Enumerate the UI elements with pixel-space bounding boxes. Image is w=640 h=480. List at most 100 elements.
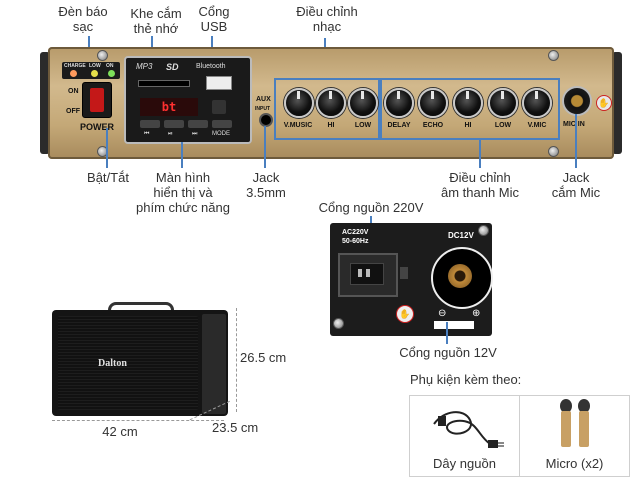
knob-label: HI [464, 122, 472, 129]
speaker-brand: Dalton [98, 358, 127, 369]
power-label: POWER [80, 122, 115, 132]
play-pause-button[interactable] [164, 120, 184, 128]
aux-jack[interactable] [259, 113, 273, 127]
label-port-220: Cổng nguồn 220V [318, 200, 424, 215]
connector-line [479, 138, 481, 168]
mode-label: MODE [212, 131, 230, 137]
connector-line [106, 128, 108, 168]
ac-rating-label: AC220V 50-60Hz [342, 229, 369, 245]
speaker-grill [58, 316, 198, 410]
bluetooth-logo: Bluetooth [196, 63, 226, 70]
knob-label: LOW [354, 122, 372, 129]
accessories-box: Dây nguồn Micro (x2) [409, 395, 630, 477]
ac-socket[interactable] [338, 253, 398, 297]
knob-label: LOW [494, 122, 512, 129]
knob-v-mic[interactable] [522, 88, 552, 118]
knob-music-hi[interactable] [316, 88, 346, 118]
screw-icon [548, 146, 559, 157]
screw-icon [478, 225, 489, 236]
polarity-symbol [434, 321, 474, 329]
accessory-cable-label: Dây nguồn [433, 456, 496, 471]
play-pause-icon: ⏯ [168, 131, 173, 137]
power-switch[interactable] [82, 82, 112, 118]
accessory-mic-label: Micro (x2) [545, 456, 604, 471]
accessories-title: Phụ kiện kèm theo: [410, 372, 522, 387]
led-label-low: LOW [89, 63, 101, 69]
label-mic-jack: Jack cắm Mic [551, 170, 601, 200]
speaker-product: Dalton [52, 310, 228, 416]
knob-label: HI [327, 122, 335, 129]
label-port-12: Cổng nguồn 12V [399, 345, 497, 360]
display-screen: bt [140, 98, 198, 116]
screw-icon [548, 50, 559, 61]
ir-sensor [212, 100, 226, 114]
panel-edge-left [40, 52, 50, 154]
label-music-adjust: Điều chỉnh nhạc [296, 4, 358, 34]
minus-icon: ⊖ [438, 308, 447, 319]
led-panel: CHARGE LOW ON [62, 62, 120, 79]
led-low-icon [91, 70, 98, 77]
prev-icon: ⏮ [144, 131, 150, 137]
led-charge-icon [70, 70, 77, 77]
mic-in-label: MIC IN [563, 121, 585, 128]
mic-knobs-outline [378, 78, 560, 140]
mic-in-jack[interactable] [562, 86, 592, 116]
sd-logo: SD [166, 62, 179, 72]
speaker-side [202, 314, 226, 414]
knob-delay[interactable] [384, 88, 414, 118]
dc-socket[interactable] [448, 264, 472, 288]
dimension-line-width [52, 420, 224, 422]
next-button[interactable] [188, 120, 208, 128]
knob-mic-hi[interactable] [453, 88, 483, 118]
speaker-handle [108, 302, 174, 315]
panel-edge-right [612, 52, 622, 154]
knob-mic-low[interactable] [488, 88, 518, 118]
power-cable-icon [433, 411, 504, 448]
media-module: MP3 SD Bluetooth bt ⏮ ⏯ ⏭ MODE [124, 56, 252, 144]
music-knobs-outline [274, 78, 382, 140]
label-mic-adjust: Điều chỉnh âm thanh Mic [440, 170, 520, 200]
knob-label: DELAY [387, 122, 411, 129]
screw-icon [97, 50, 108, 61]
aux-sub-label: INPUT [255, 106, 270, 112]
label-usb-port: Cổng USB [198, 4, 230, 34]
label-jack-35: Jack 3.5mm [246, 170, 286, 200]
knob-music-low[interactable] [348, 88, 378, 118]
connector-line [446, 322, 448, 344]
screw-icon [333, 318, 344, 329]
knob-label: V.MUSIC [283, 122, 313, 129]
switch-on-label: ON [68, 88, 79, 95]
rear-panel: AC220V 50-60Hz DC12V ⊖ ⊕ ✋ [330, 223, 493, 336]
warning-icon: ✋ [596, 95, 612, 111]
plus-icon: ⊕ [472, 308, 481, 319]
knob-echo[interactable] [418, 88, 448, 118]
connector-line [575, 114, 577, 168]
led-on-icon [108, 70, 115, 77]
label-power-switch: Bật/Tắt [87, 170, 129, 185]
mode-button[interactable] [212, 120, 232, 128]
aux-label: AUX [256, 96, 271, 103]
dimension-depth: 23.5 cm [212, 420, 259, 435]
fuse-holder [400, 267, 408, 279]
usb-port[interactable] [206, 76, 232, 90]
knob-label: ECHO [422, 122, 444, 129]
dimension-line-height [236, 308, 238, 412]
knob-label: V.MIC [527, 122, 547, 129]
warning-icon: ✋ [396, 305, 414, 323]
knob-v-music[interactable] [284, 88, 314, 118]
label-display: Màn hình hiển thị và phím chức năng [136, 170, 230, 215]
next-icon: ⏭ [192, 131, 198, 137]
led-label-charge: CHARGE [64, 63, 86, 69]
label-card-slot: Khe cắm thẻ nhớ [130, 6, 182, 36]
prev-button[interactable] [140, 120, 160, 128]
connector-line [181, 142, 183, 168]
sd-card-slot[interactable] [138, 80, 190, 87]
connector-line [264, 126, 266, 168]
dimension-width: 42 cm [102, 424, 138, 439]
switch-off-label: OFF [66, 108, 80, 115]
mp3-logo: MP3 [136, 62, 153, 71]
dc-label: DC12V [448, 231, 474, 240]
dimension-height: 26.5 cm [240, 350, 287, 365]
microphone-icon [560, 399, 590, 447]
accessories-divider [519, 396, 520, 476]
